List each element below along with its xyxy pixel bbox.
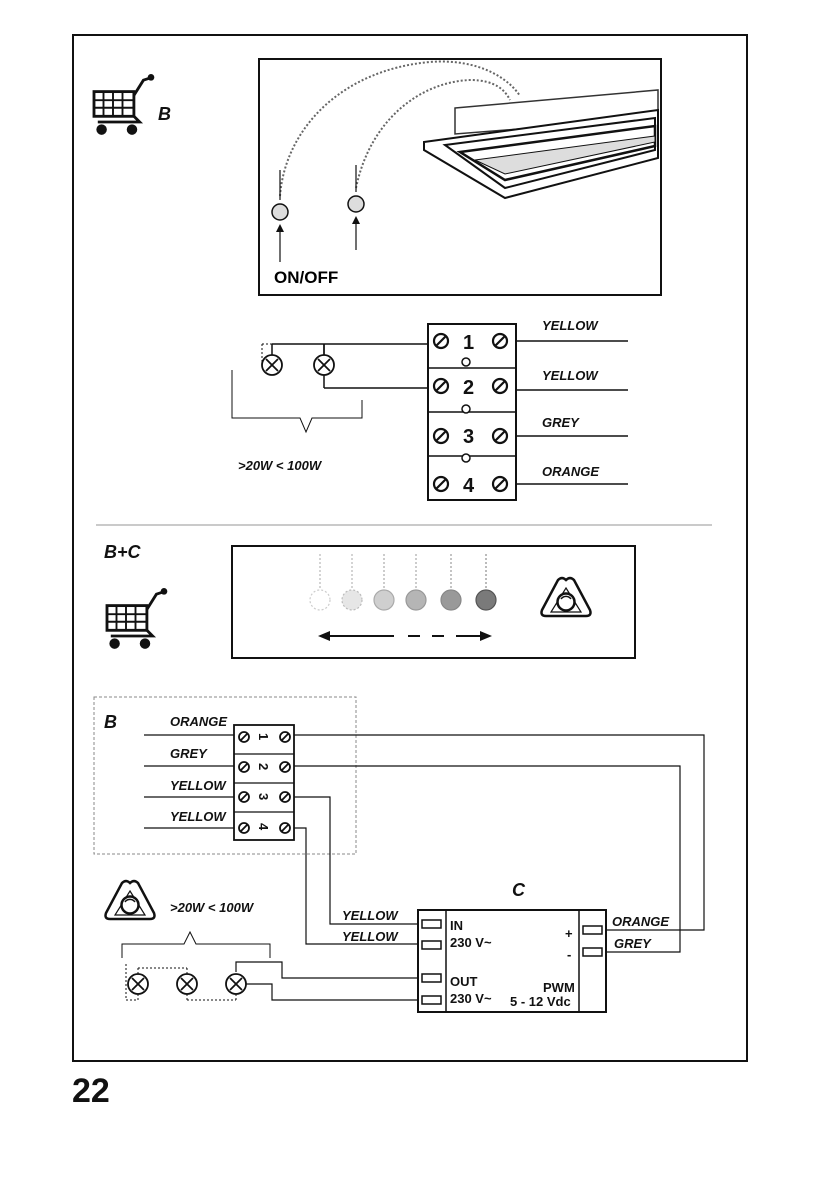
terminal-4: 4	[463, 475, 475, 497]
power-range-b: >20W < 100W	[238, 458, 323, 473]
lamp-x-icon	[313, 354, 335, 376]
small-terminal-4: 4	[256, 823, 271, 831]
dimming-range-arrow	[318, 631, 492, 641]
terminal-1: 1	[463, 332, 474, 354]
hood-illustration	[271, 60, 659, 262]
pwm-range: 5 - 12 Vdc	[510, 994, 571, 1009]
terminal-3: 3	[463, 426, 474, 448]
box-wire-4: YELLOW	[170, 809, 227, 824]
in-voltage: 230 V~	[450, 935, 492, 950]
controller-c	[417, 909, 607, 1013]
section-bc-label: B+C	[104, 542, 142, 562]
controller-letter: C	[512, 880, 526, 900]
lamp-circuit-b	[231, 343, 428, 434]
box-wire-3: YELLOW	[170, 778, 227, 793]
lamp-circuit-bottom	[121, 930, 272, 1001]
wire-label-2: YELLOW	[542, 368, 599, 383]
box-b-letter: B	[104, 712, 117, 732]
terminal-block-b	[427, 323, 517, 501]
in-label: IN	[450, 918, 463, 933]
cart-icon-bc	[105, 586, 169, 651]
in-wire-1: YELLOW	[342, 908, 399, 923]
wire-label-1: YELLOW	[542, 318, 599, 333]
small-terminal-1: 1	[256, 733, 271, 740]
right-wire-orange: ORANGE	[612, 914, 669, 929]
terminal-block-small	[233, 724, 295, 841]
wire-label-3: GREY	[542, 415, 580, 430]
page-number: 22	[72, 1072, 110, 1110]
in-wire-2: YELLOW	[342, 929, 399, 944]
out-voltage: 230 V~	[450, 991, 492, 1006]
lamp-x-icon	[261, 354, 283, 376]
minus-terminal: -	[567, 947, 571, 962]
dimmer-bulbs	[309, 554, 497, 611]
dimmer-knob-icon-small	[104, 879, 156, 921]
box-wire-2: GREY	[170, 746, 208, 761]
pwm-label: PWM	[543, 980, 575, 995]
box-wire-1: ORANGE	[170, 714, 227, 729]
out-label: OUT	[450, 974, 478, 989]
section-b-letter: B	[158, 104, 171, 124]
small-terminal-3: 3	[256, 793, 271, 800]
small-terminal-2: 2	[256, 763, 271, 770]
wire-lines-b	[516, 340, 628, 485]
power-range-wiring: >20W < 100W	[170, 900, 255, 915]
cart-icon-b	[92, 72, 156, 137]
wire-label-4: ORANGE	[542, 464, 599, 479]
plus-terminal: +	[565, 926, 573, 941]
page-frame	[72, 34, 748, 1062]
right-wire-grey: GREY	[614, 936, 652, 951]
on-off-label: ON/OFF	[274, 268, 338, 287]
terminal-2: 2	[463, 377, 474, 399]
box-b-dashed	[93, 696, 357, 855]
box-b-wires	[144, 734, 234, 829]
